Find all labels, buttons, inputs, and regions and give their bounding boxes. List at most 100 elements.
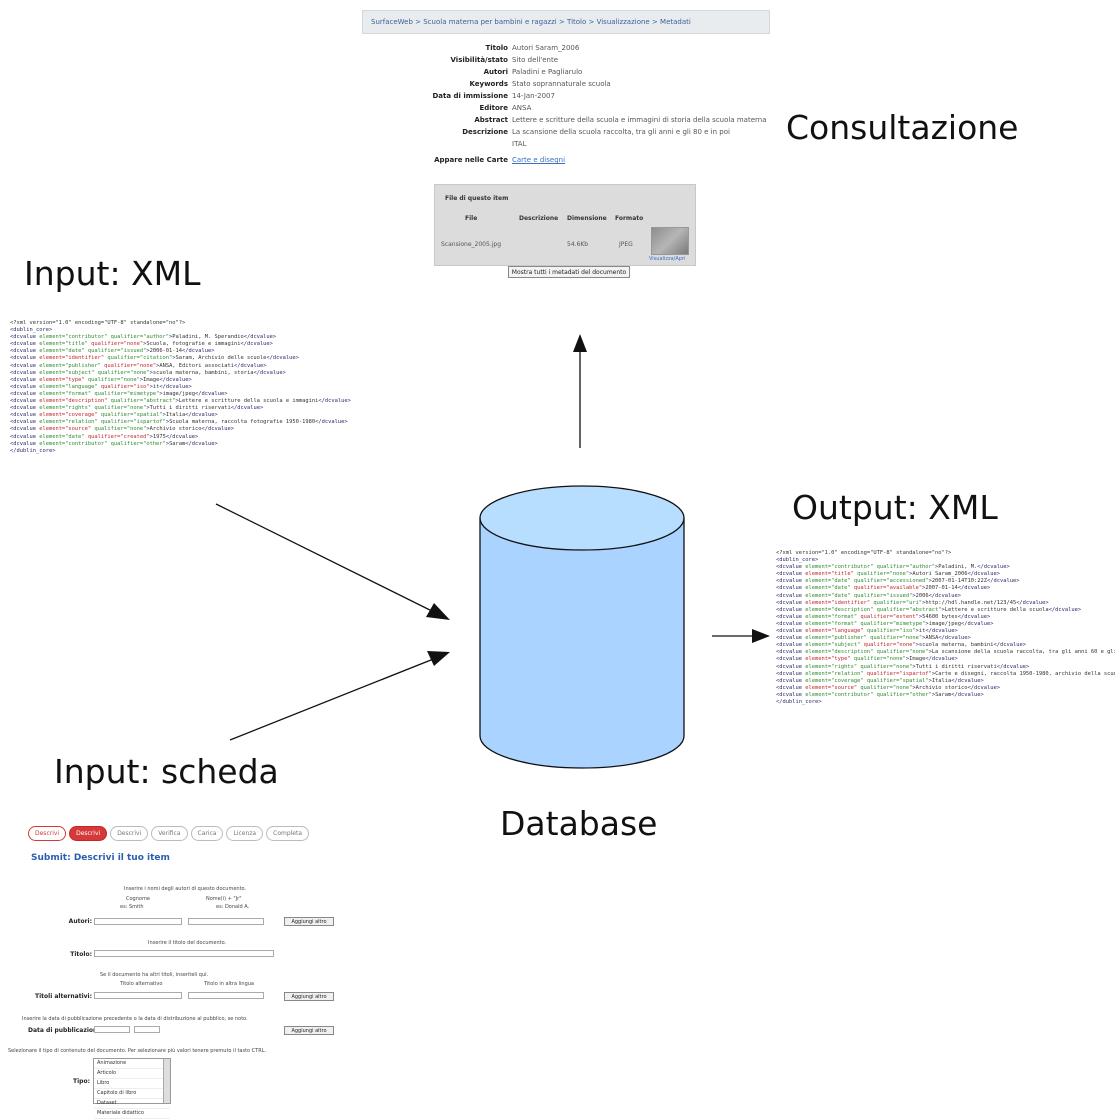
xml-line: <dcvalue element="subject" qualifier="no…: [776, 642, 1026, 649]
xml-line: <?xml version="1.0" encoding="UTF-8" sta…: [776, 550, 952, 556]
breadcrumb[interactable]: SurfaceWeb > Scuola materna per bambini …: [362, 10, 770, 34]
metadata-row: Abstract Lettere e scritture della scuola…: [380, 114, 770, 126]
type-note: Selezionare il tipo di contenuto del doc…: [8, 1048, 267, 1054]
step-tab[interactable]: Verifica: [151, 826, 188, 841]
xml-line: <dcvalue element="date" qualifier="creat…: [10, 433, 199, 440]
add-date-button[interactable]: Aggiungi altro: [284, 1026, 334, 1035]
type-option[interactable]: Animazione: [94, 1059, 170, 1069]
step-tab[interactable]: Descrivi: [28, 826, 67, 841]
step-tab[interactable]: Licenza: [226, 826, 264, 841]
arrowhead-scheda-to-db: [427, 651, 450, 666]
xml-line: <dcvalue element="description" qualifier…: [776, 649, 1115, 656]
xml-line: <dcvalue element="format" qualifier="mim…: [776, 620, 994, 627]
type-option[interactable]: Articolo: [94, 1069, 170, 1079]
metadata-row: ITAL: [380, 138, 770, 150]
type-option[interactable]: Materiale didattico: [94, 1109, 170, 1119]
xml-line: <dcvalue element="contributor" qualifier…: [776, 691, 984, 698]
xml-line: <dcvalue element="rights" qualifier="non…: [10, 405, 264, 412]
author-note: Inserire i nomi degli autori di questo d…: [124, 886, 247, 892]
file-size: 54.6Kb: [567, 241, 589, 248]
xml-line: <dcvalue element="date" qualifier="avail…: [776, 585, 991, 592]
type-label: Tipo:: [73, 1078, 90, 1085]
database-cylinder: [479, 485, 685, 769]
metadata-row: Descrizione La scansione della scuola rac…: [380, 126, 770, 138]
listbox-scrollbar[interactable]: [163, 1059, 170, 1103]
xml-output-code: <?xml version="1.0" encoding="UTF-8" sta…: [776, 550, 1115, 706]
other-titles-note: Se il documento ha altri titoli, inserit…: [100, 972, 209, 978]
date-note: Inserire la data di pubblicazione preced…: [22, 1016, 248, 1022]
arrow-xml-to-db: [215, 503, 447, 619]
thumbnail-link[interactable]: Visualizza/Apri: [649, 256, 686, 262]
type-option[interactable]: Libro: [94, 1079, 170, 1089]
metadata-value: La scansione della scuola raccolta, tra …: [512, 128, 730, 136]
show-all-metadata-button[interactable]: Mostra tutti i metadati del documento: [508, 266, 630, 278]
add-title-button[interactable]: Aggiungi altro: [284, 992, 334, 1001]
xml-line: <dcvalue element="format" qualifier="mim…: [10, 390, 228, 397]
metadata-value: Sito dell'ente: [512, 56, 558, 64]
xml-line: </dublin_core>: [776, 698, 822, 705]
xml-line: <dcvalue element="type" qualifier="none"…: [776, 656, 958, 663]
database-label: Database: [500, 804, 658, 843]
title-note: Inserire il titolo del documento.: [148, 940, 227, 946]
xml-line: <dcvalue element="subject" qualifier="no…: [10, 369, 286, 376]
consultazione-label: Consultazione: [786, 108, 1019, 147]
arrowhead-xml-to-db: [426, 603, 450, 620]
metadata-value[interactable]: Carte e disegni: [512, 156, 566, 164]
xml-line: <dcvalue element="date" qualifier="issue…: [10, 348, 215, 355]
other-lang-title-input[interactable]: [188, 992, 264, 999]
xml-line: <dcvalue element="source" qualifier="non…: [776, 684, 1000, 691]
xml-line: <dcvalue element="contributor" qualifier…: [776, 564, 1010, 571]
other-titles-sub1: Titolo alternativo: [120, 981, 163, 987]
step-tab[interactable]: Carica: [190, 826, 224, 841]
metadata-key: Keywords: [469, 80, 508, 88]
date-year-input[interactable]: [134, 1026, 160, 1033]
metadata-value: Autori Saram_2006: [512, 44, 580, 52]
author-firstname-input[interactable]: [188, 918, 264, 925]
form-title: Submit: Descrivi il tuo item: [31, 853, 170, 863]
metadata-value: Paladini e Pagliarulo: [512, 68, 583, 76]
output-xml-label: Output: XML: [792, 488, 998, 527]
title-label: Titolo:: [70, 951, 92, 958]
arrowhead-db-to-output: [752, 629, 770, 643]
alt-title-input[interactable]: [94, 992, 182, 999]
xml-line: <dcvalue element="language" qualifier="i…: [776, 628, 958, 635]
type-option[interactable]: Capitolo di libro: [94, 1089, 170, 1099]
xml-line: <dcvalue element="rights" qualifier="non…: [776, 663, 1030, 670]
author-surname-input[interactable]: [94, 918, 182, 925]
file-thumbnail[interactable]: [651, 227, 689, 255]
files-header-size: Dimensione: [567, 215, 607, 222]
step-tab[interactable]: Completa: [266, 826, 310, 841]
date-month-input[interactable]: [94, 1026, 130, 1033]
input-scheda-label: Input: scheda: [54, 752, 279, 791]
metadata-value: Lettere e scritture della scuola e immag…: [512, 116, 767, 124]
files-box: File di questo item File Descrizione Dim…: [434, 184, 696, 266]
metadata-key: Data di immissione: [432, 92, 508, 100]
xml-line: <dcvalue element="date" qualifier="acces…: [776, 578, 1020, 585]
metadata-key: Abstract: [474, 116, 508, 124]
xml-line: <dcvalue element="source" qualifier="non…: [10, 426, 234, 433]
xml-line: <dcvalue element="coverage" qualifier="s…: [10, 412, 218, 419]
metadata-key: Descrizione: [462, 128, 508, 136]
metadata-key: Editore: [479, 104, 508, 112]
title-input[interactable]: [94, 950, 274, 957]
xml-line: <dcvalue element="format" qualifier="ext…: [776, 613, 991, 620]
add-author-button[interactable]: Aggiungi altro: [284, 917, 334, 926]
xml-line: <dcvalue element="title" qualifier="none…: [776, 571, 1000, 578]
xml-line: <dcvalue element="relation" qualifier="i…: [776, 670, 1115, 677]
step-tab[interactable]: Descrivi: [110, 826, 149, 841]
xml-line: <?xml version="1.0" encoding="UTF-8" sta…: [10, 320, 186, 326]
xml-line: <dcvalue element="identifier" qualifier=…: [10, 355, 299, 362]
file-name[interactable]: Scansione_2005.jpg: [441, 241, 502, 248]
xml-line: <dcvalue element="type" qualifier="none"…: [10, 376, 192, 383]
other-titles-label: Titoli alternativi:: [35, 993, 92, 1000]
xml-line: <dcvalue element="date" qualifier="issue…: [776, 592, 962, 599]
step-tab[interactable]: Descrivi: [69, 826, 108, 841]
authors-label: Autori:: [68, 918, 92, 925]
